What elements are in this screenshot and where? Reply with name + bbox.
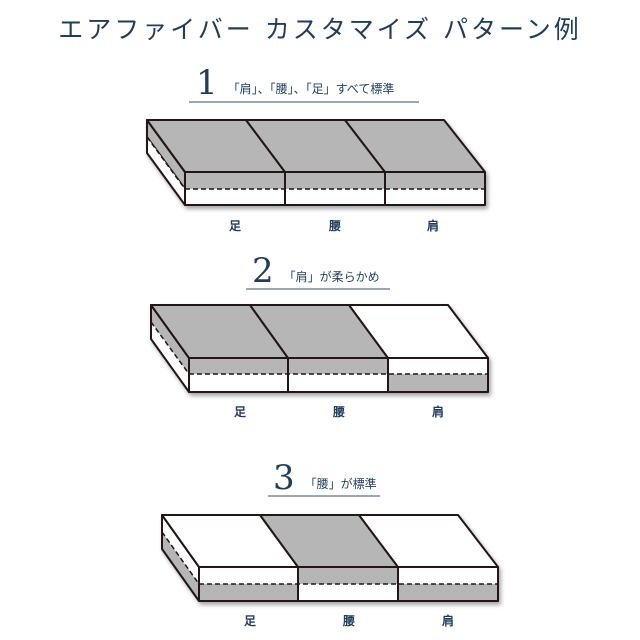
pattern-1-number: 1 (196, 63, 218, 103)
pattern-2-zone-waist-label: 腰 (332, 405, 345, 419)
pattern-1-underline (189, 101, 419, 103)
pattern-2-underline (246, 288, 390, 290)
mattress-pattern-3 (161, 514, 499, 602)
pattern-1-caption: 「肩」、「腰」、「足」すべて標準 (227, 82, 395, 96)
mattress-pattern-1 (146, 119, 486, 206)
page-title: エアファイバー カスタマイズ パターン例 (58, 15, 582, 44)
pattern-3-heading: 3 「腰」が標準 (273, 461, 377, 495)
pattern-2-zone-foot-label: 足 (233, 405, 246, 419)
pattern-3-underline (268, 495, 380, 497)
pattern-3-caption: 「腰」が標準 (304, 477, 377, 491)
pattern-3-zone-shoulder-label: 肩 (441, 614, 454, 628)
pattern-3-number: 3 (273, 458, 295, 498)
pattern-3-zone-foot-label: 足 (243, 614, 256, 628)
pattern-2-number: 2 (252, 251, 274, 291)
pattern-1-zone-shoulder-label: 肩 (426, 219, 439, 233)
pattern-2-zone-shoulder-label: 肩 (431, 405, 444, 419)
pattern-1-zone-waist-label: 腰 (328, 219, 341, 233)
mattress-pattern-2 (150, 304, 489, 393)
pattern-1-zone-foot-label: 足 (228, 219, 241, 233)
pattern-2-heading: 2 「肩」が柔らかめ (252, 254, 380, 288)
pattern-2-caption: 「肩」が柔らかめ (283, 270, 380, 284)
pattern-3-zone-waist-label: 腰 (342, 614, 355, 628)
pattern-1-heading: 1 「肩」、「腰」、「足」すべて標準 (196, 66, 394, 100)
